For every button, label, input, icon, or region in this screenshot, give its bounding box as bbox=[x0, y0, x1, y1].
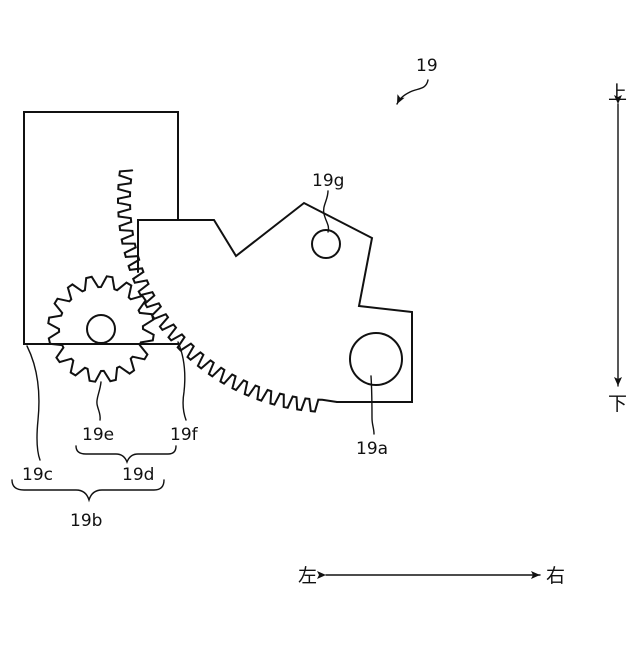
dir-up: 上 bbox=[608, 82, 627, 104]
leader-19f bbox=[178, 342, 186, 420]
label-19b: 19b bbox=[70, 511, 102, 531]
pinion-bore bbox=[87, 315, 115, 343]
lever-body bbox=[138, 203, 412, 402]
sector-gear-19f bbox=[118, 170, 337, 411]
label-19e: 19e bbox=[82, 425, 114, 445]
leader-19 bbox=[397, 80, 428, 104]
label-19: 19 bbox=[416, 56, 438, 76]
shaft-hole-19a bbox=[350, 333, 402, 385]
label-19g: 19g bbox=[312, 171, 344, 191]
frame-19c bbox=[24, 112, 178, 344]
dir-right: 右 bbox=[546, 565, 565, 587]
label-19c: 19c bbox=[22, 465, 53, 485]
label-19a: 19a bbox=[356, 439, 388, 459]
brace-19d bbox=[76, 446, 176, 462]
dir-down: 下 bbox=[608, 393, 627, 415]
hole-19g bbox=[312, 230, 340, 258]
leader-19g bbox=[324, 191, 329, 232]
label-19f: 19f bbox=[170, 425, 199, 445]
label-19d: 19d bbox=[122, 465, 154, 485]
leader-19e bbox=[97, 382, 101, 420]
dir-left: 左 bbox=[298, 565, 317, 587]
pinion-gear-19e bbox=[48, 276, 153, 381]
leader-19c bbox=[27, 346, 40, 460]
